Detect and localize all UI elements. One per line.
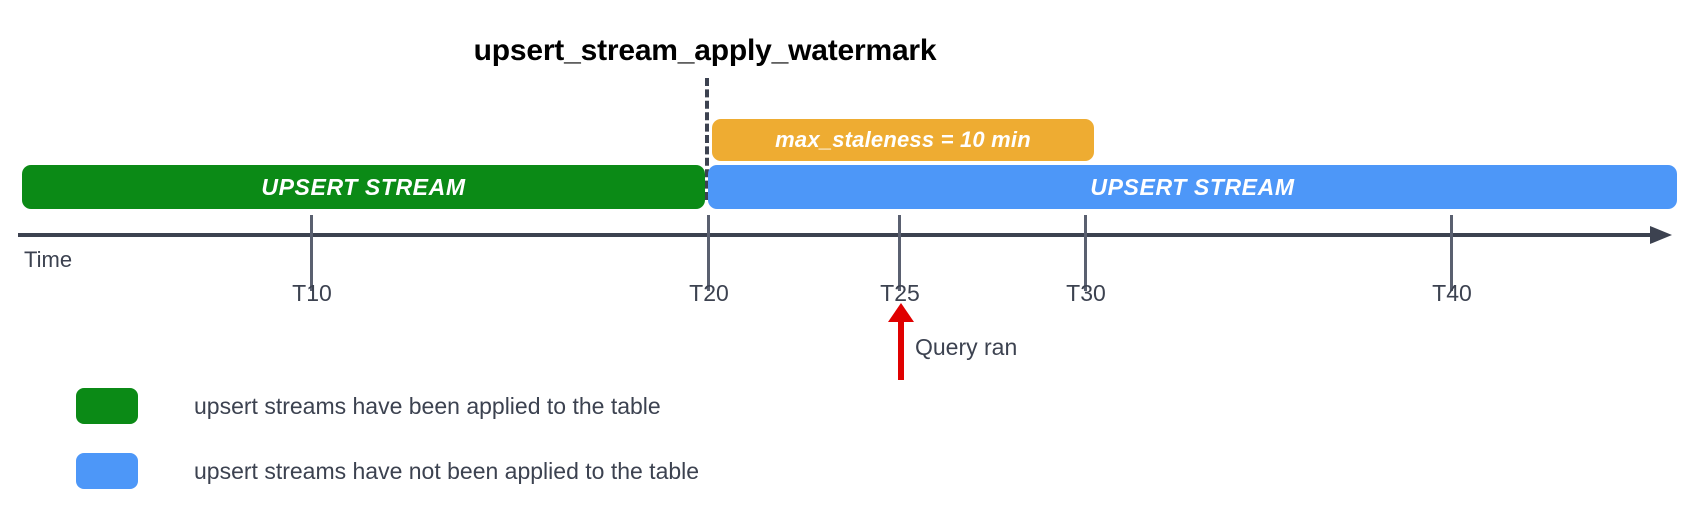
legend-swatch-green [76,388,138,424]
legend-label-applied: upsert streams have been applied to the … [194,392,661,419]
time-axis-label: Time [24,247,73,272]
legend-item-applied: upsert streams have been applied to the … [76,388,661,424]
page-title: upsert_stream_apply_watermark [473,34,937,67]
max-staleness-bar: max_staleness = 10 min [712,119,1094,161]
axis-tick-label-t40: T40 [1432,280,1472,306]
legend-swatch-blue [76,453,138,489]
upsert-stream-not-applied-bar: UPSERT STREAM [708,165,1677,209]
time-axis-line [18,233,1657,237]
axis-tick-t30 [1084,215,1087,291]
axis-tick-t10 [310,215,313,291]
axis-tick-t40 [1450,215,1453,291]
axis-tick-t25 [898,215,901,291]
axis-tick-label-t10: T10 [292,280,332,306]
upsert-stream-applied-bar: UPSERT STREAM [22,165,705,209]
axis-tick-label-t25: T25 [880,280,920,306]
upsert-stream-applied-bar-label: UPSERT STREAM [261,173,466,200]
axis-tick-t20 [707,215,710,291]
query-ran-arrow-shaft [898,318,904,380]
legend-item-not-applied: upsert streams have not been applied to … [76,453,699,489]
query-ran-label: Query ran [915,334,1018,360]
watermark-dashed-line-icon [705,78,709,200]
axis-tick-label-t30: T30 [1066,280,1106,306]
query-ran-arrow-icon [888,303,914,322]
upsert-stream-not-applied-bar-label: UPSERT STREAM [1090,173,1295,200]
axis-tick-label-t20: T20 [689,280,729,306]
time-axis-arrow-icon [1650,226,1672,244]
legend-label-not-applied: upsert streams have not been applied to … [194,457,700,484]
max-staleness-bar-label: max_staleness = 10 min [775,127,1031,152]
